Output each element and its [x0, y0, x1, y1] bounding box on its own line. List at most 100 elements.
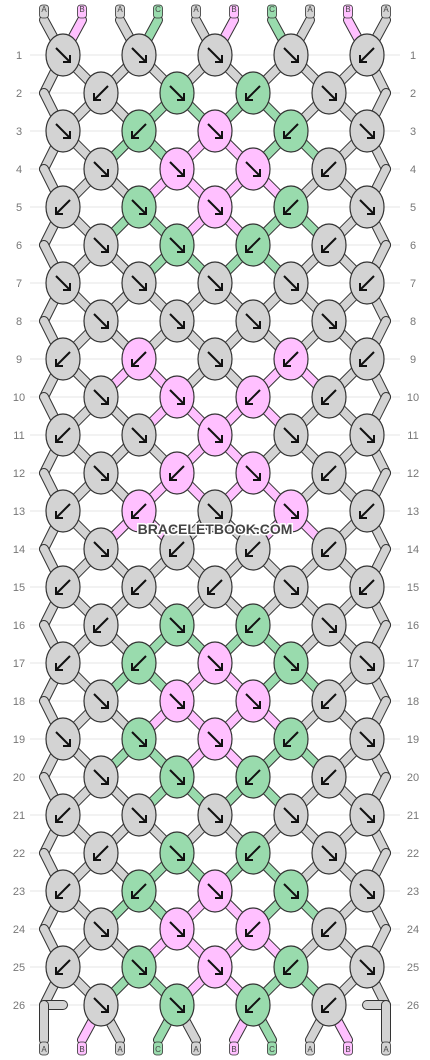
arrow-head	[177, 1005, 185, 1013]
arrow-head	[367, 435, 375, 443]
knot	[349, 717, 385, 761]
arrow-head	[177, 397, 185, 405]
arrow-head	[359, 55, 367, 63]
arrow-head	[101, 321, 109, 329]
arrow-down-right-icon	[245, 313, 261, 329]
arrow-head	[55, 587, 63, 595]
arrow-head	[367, 739, 375, 747]
strand-tab	[229, 4, 239, 19]
arrow-down-right-icon	[283, 883, 299, 899]
knot	[197, 413, 233, 457]
strand-tab	[267, 4, 277, 19]
arrow-head	[215, 207, 223, 215]
knot	[311, 527, 347, 571]
arrow-head	[177, 701, 185, 709]
knot	[121, 945, 157, 989]
arrow-down-right-icon	[207, 427, 223, 443]
arrow-head	[321, 929, 329, 937]
arrow-down-left-icon	[55, 351, 71, 367]
arrow-head	[207, 587, 215, 595]
strand-tab	[153, 4, 163, 19]
arrow-down-left-icon	[131, 579, 147, 595]
arrow-down-left-icon	[321, 997, 337, 1013]
knot	[121, 261, 157, 305]
arrow-head	[177, 169, 185, 177]
arrow-head	[359, 587, 367, 595]
arrow-down-left-icon	[283, 959, 299, 975]
arrow-head	[321, 473, 329, 481]
arrow-down-left-icon	[245, 769, 261, 785]
arrow-down-right-icon	[93, 997, 109, 1013]
arrow-head	[291, 283, 299, 291]
arrow-head	[245, 1005, 253, 1013]
row-number-left: 20	[13, 772, 25, 784]
arrow-down-left-icon	[93, 85, 109, 101]
arrow-down-right-icon	[55, 123, 71, 139]
arrow-head	[55, 435, 63, 443]
arrow-head	[101, 777, 109, 785]
row-number-left: 14	[13, 544, 25, 556]
knot	[159, 223, 195, 267]
knot	[121, 185, 157, 229]
arrow-head	[215, 131, 223, 139]
arrow-head	[321, 701, 329, 709]
knot	[235, 831, 271, 875]
arrow-head	[329, 853, 337, 861]
row-number-left: 9	[16, 354, 22, 366]
row-number-right: 11	[407, 430, 418, 442]
arrow-head	[63, 55, 71, 63]
arrow-head	[101, 169, 109, 177]
arrow-head	[139, 967, 147, 975]
strand-label: C	[269, 5, 275, 14]
arrow-down-left-icon	[283, 351, 299, 367]
arrow-down-right-icon	[207, 883, 223, 899]
knot	[83, 603, 119, 647]
arrow-head	[177, 321, 185, 329]
arrow-head	[291, 55, 299, 63]
arrow-head	[177, 625, 185, 633]
arrow-down-right-icon	[93, 465, 109, 481]
arrow-head	[215, 511, 223, 519]
arrow-down-left-icon	[169, 541, 185, 557]
strand-tab	[343, 4, 353, 19]
knot	[121, 337, 157, 381]
row-number-right: 22	[407, 848, 419, 860]
arrow-down-right-icon	[283, 579, 299, 595]
arrow-down-right-icon	[169, 85, 185, 101]
arrow-head	[131, 131, 139, 139]
arrow-down-right-icon	[207, 123, 223, 139]
strand-label: A	[383, 5, 389, 14]
knot	[311, 223, 347, 267]
knot	[235, 375, 271, 419]
strand-label: C	[155, 1045, 161, 1054]
strand-label: A	[117, 5, 123, 14]
arrow-down-left-icon	[93, 617, 109, 633]
arrow-head	[367, 967, 375, 975]
arrow-head	[283, 207, 291, 215]
strand-tab	[77, 1041, 87, 1056]
arrow-down-right-icon	[131, 199, 147, 215]
arrow-down-left-icon	[321, 237, 337, 253]
knot	[121, 413, 157, 457]
knot	[311, 907, 347, 951]
arrow-head	[177, 929, 185, 937]
knot	[197, 489, 233, 533]
row-number-right: 20	[407, 772, 419, 784]
knot	[349, 185, 385, 229]
knot	[45, 413, 81, 457]
arrow-down-right-icon	[169, 389, 185, 405]
knot	[349, 489, 385, 533]
arrow-down-right-icon	[359, 959, 375, 975]
knot	[311, 299, 347, 343]
knot	[159, 679, 195, 723]
arrow-head	[329, 321, 337, 329]
knot	[311, 831, 347, 875]
arrow-head	[55, 663, 63, 671]
arrow-down-right-icon	[207, 807, 223, 823]
knot	[273, 261, 309, 305]
arrow-down-left-icon	[55, 959, 71, 975]
arrow-head	[253, 473, 261, 481]
arrow-down-right-icon	[93, 389, 109, 405]
arrow-head	[139, 815, 147, 823]
strand-tab	[191, 1041, 201, 1056]
